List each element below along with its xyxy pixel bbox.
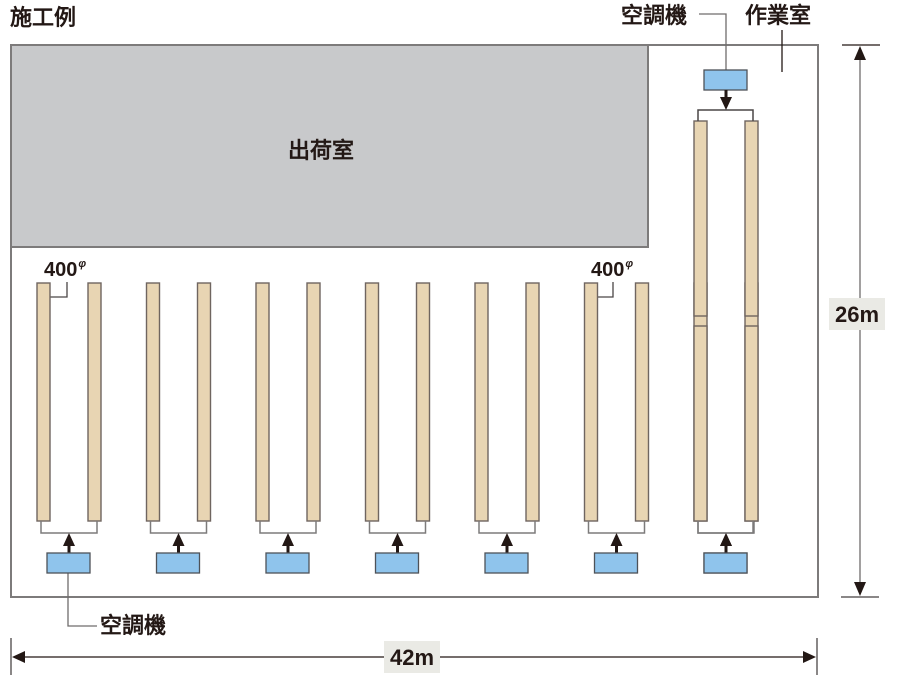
diameter-leader-right bbox=[591, 282, 614, 298]
ac-unit-top bbox=[703, 69, 748, 91]
dim-height-arrow-up bbox=[854, 46, 866, 60]
airflow-arrow-icon bbox=[172, 533, 185, 546]
duct bbox=[583, 282, 599, 522]
airflow-arrow-icon bbox=[391, 533, 404, 546]
right-column-ducts bbox=[693, 69, 759, 574]
airflow-arrow-icon bbox=[720, 533, 732, 546]
duct bbox=[744, 325, 759, 522]
bottom-duct-pairs bbox=[36, 282, 759, 574]
duct bbox=[634, 282, 650, 522]
shipping-room bbox=[10, 44, 649, 248]
width-dimension-label: 42m bbox=[384, 641, 441, 673]
ac-unit-bottom-label: 空調機 bbox=[100, 614, 167, 639]
duct-diameter-value: 400 bbox=[44, 259, 78, 281]
diagram-title: 施工例 bbox=[10, 6, 77, 31]
duct bbox=[693, 120, 708, 317]
duct bbox=[364, 282, 380, 522]
airflow-arrow-icon bbox=[63, 533, 75, 546]
airflow-arrow-icon bbox=[282, 533, 294, 546]
diameter-symbol: φ bbox=[625, 258, 634, 270]
ac-unit bbox=[374, 552, 420, 574]
duct bbox=[306, 282, 321, 522]
duct bbox=[474, 282, 489, 522]
duct bbox=[525, 282, 540, 522]
ac-unit bbox=[593, 552, 639, 574]
height-dimension-label: 26m bbox=[829, 298, 886, 330]
airflow-arrow-icon bbox=[720, 97, 732, 110]
duct bbox=[693, 325, 708, 522]
duct bbox=[255, 282, 270, 522]
duct bbox=[145, 282, 161, 522]
duct bbox=[415, 282, 431, 522]
ac-top-leader-line bbox=[699, 13, 727, 70]
work-room-label: 作業室 bbox=[745, 4, 812, 29]
airflow-arrow-icon bbox=[501, 533, 513, 546]
ac-unit bbox=[46, 552, 91, 574]
airflow-arrow-icon bbox=[610, 533, 623, 546]
duct bbox=[36, 282, 51, 522]
ac-unit bbox=[484, 552, 529, 574]
dim-width-arrow-right bbox=[803, 651, 816, 663]
dim-width-arrow-left bbox=[12, 651, 25, 663]
duct bbox=[87, 282, 102, 522]
ac-unit bbox=[155, 552, 201, 574]
duct bbox=[744, 120, 759, 317]
ac-unit bbox=[265, 552, 310, 574]
shipping-room-label: 出荷室 bbox=[288, 139, 355, 164]
diameter-symbol: φ bbox=[78, 258, 87, 270]
dim-height-arrow-down bbox=[854, 582, 866, 596]
duct-diameter-label-left: 400φ bbox=[44, 258, 87, 281]
duct bbox=[196, 282, 212, 522]
duct-diameter-value: 400 bbox=[591, 259, 625, 281]
diameter-leader-left bbox=[44, 282, 68, 298]
ac-bottom-leader-line bbox=[67, 573, 97, 627]
duct-diameter-label-right: 400φ bbox=[591, 258, 634, 281]
ac-unit bbox=[703, 552, 748, 574]
ac-unit-top-label: 空調機 bbox=[621, 4, 688, 29]
